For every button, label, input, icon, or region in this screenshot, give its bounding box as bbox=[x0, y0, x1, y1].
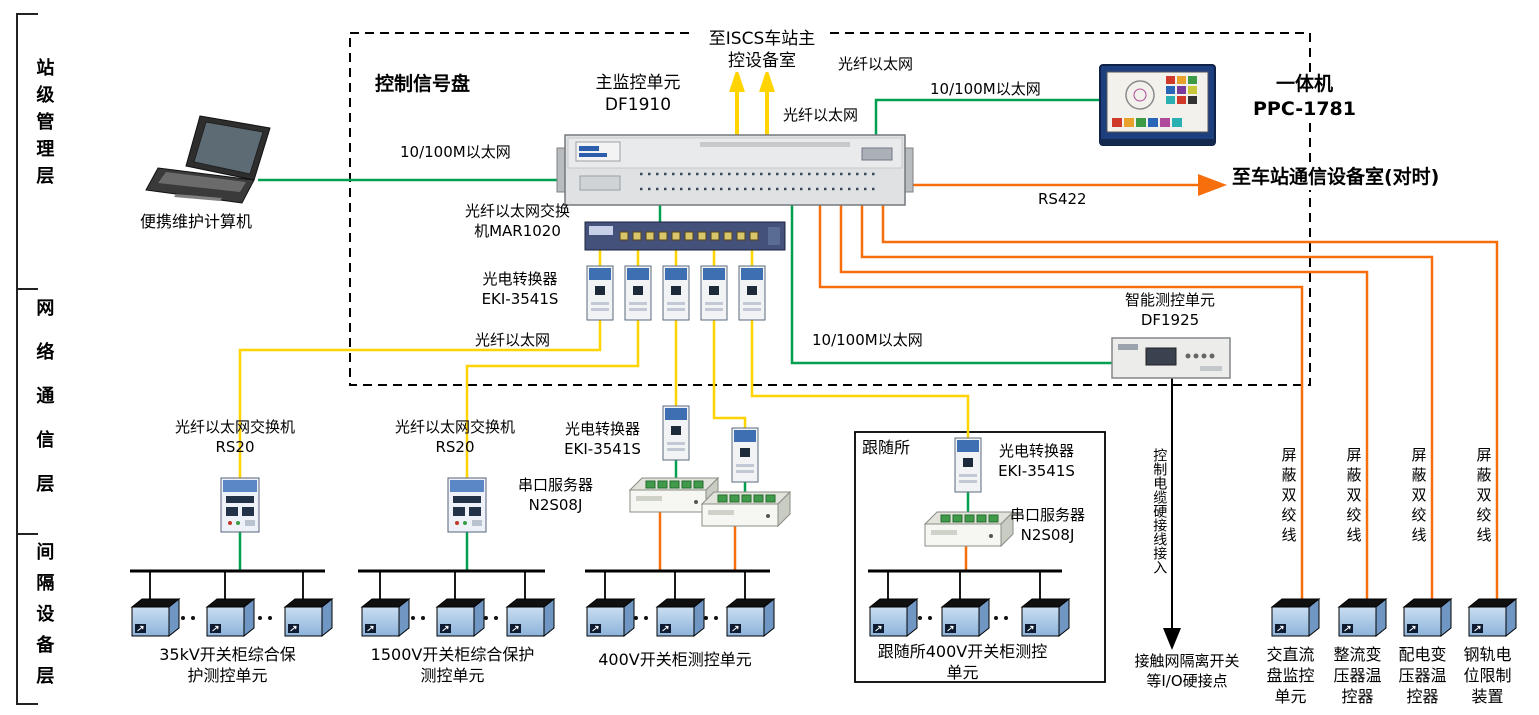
rs20-switch-device bbox=[220, 477, 260, 533]
label-ethernet-left: 10/100M以太网 bbox=[400, 143, 511, 161]
label-bay-1500v: 1500V开关柜综合保护 测控单元 bbox=[370, 645, 535, 685]
label-rail: 钢轨电 位限制 装置 bbox=[1463, 645, 1512, 706]
label-bay-follow-400v: 跟随所400V开关柜测控 单元 bbox=[877, 642, 1048, 682]
label-fiber-mid: 光纤以太网 bbox=[475, 331, 551, 349]
eki-converter-device bbox=[954, 437, 982, 493]
label-shielded-pair-3: 屏蔽双绞线 bbox=[1409, 447, 1428, 547]
label-ethernet-top: 10/100M以太网 bbox=[930, 80, 1041, 98]
label-to-iscs: 至ISCS车站主 控设备室 bbox=[695, 28, 829, 73]
rs422-arrowhead bbox=[1198, 174, 1227, 196]
label-rs422: RS422 bbox=[1038, 190, 1087, 208]
control-signal-panel-border bbox=[349, 32, 1311, 386]
serial-links bbox=[658, 183, 1499, 600]
serial-server-device bbox=[701, 491, 791, 527]
ellipsis-dots bbox=[181, 616, 1008, 620]
label-serial-server-mid: 串口服务器 N2S08J bbox=[517, 476, 593, 514]
unit-box bbox=[361, 598, 410, 637]
label-panel-title: 控制信号盘 bbox=[375, 73, 471, 95]
unit-box bbox=[656, 598, 705, 637]
unit-box bbox=[869, 598, 918, 637]
label-bay-400v: 400V开关柜测控单元 bbox=[598, 650, 752, 669]
label-converter-mid: 光电转换器 EKI-3541S bbox=[564, 420, 641, 458]
unit-box bbox=[1468, 598, 1517, 637]
eki-converter-device bbox=[700, 265, 728, 321]
unit-box bbox=[1403, 598, 1452, 637]
laptop-device bbox=[145, 115, 271, 204]
unit-box bbox=[506, 598, 555, 637]
label-to-station-comm: 至车站通信设备室(对时) bbox=[1230, 165, 1442, 190]
fiber-arrowheads bbox=[729, 68, 775, 92]
follow-station-border bbox=[854, 431, 1106, 683]
fiber-links bbox=[238, 90, 970, 478]
eki-converter-device bbox=[624, 265, 652, 321]
label-mar-switch: 光纤以太网交换 机MAR1020 bbox=[464, 202, 570, 240]
label-dist-transformer: 配电变 压器温 控器 bbox=[1398, 645, 1447, 706]
label-follow-station: 跟随所 bbox=[862, 438, 911, 457]
eki-converter-device bbox=[662, 405, 690, 461]
label-fiber-top: 光纤以太网 bbox=[838, 55, 914, 73]
df1925-device bbox=[1111, 337, 1231, 379]
eki-converter-device bbox=[586, 265, 614, 321]
control-links bbox=[1163, 378, 1181, 650]
ethernet-links bbox=[238, 98, 1112, 572]
label-layer-station: 站级管理层 bbox=[33, 58, 55, 193]
label-fiber-arrows: 光纤以太网 bbox=[783, 106, 859, 124]
unit-box bbox=[941, 598, 990, 637]
label-bay-35kv: 35kV开关柜综合保 护测控单元 bbox=[159, 645, 296, 685]
label-smart-unit: 智能测控单元 DF1925 bbox=[1124, 291, 1215, 329]
main-unit-device bbox=[556, 134, 914, 206]
unit-box bbox=[1021, 598, 1070, 637]
unit-box bbox=[1271, 598, 1320, 637]
eki-converter-device bbox=[731, 427, 759, 483]
label-shielded-pair-2: 屏蔽双绞线 bbox=[1344, 447, 1363, 547]
unit-box bbox=[726, 598, 775, 637]
label-panel-pc: 一体机 PPC-1781 bbox=[1245, 72, 1364, 122]
label-shielded-pair-4: 屏蔽双绞线 bbox=[1474, 447, 1493, 547]
label-converter-top: 光电转换器 EKI-3541S bbox=[481, 270, 559, 308]
label-rs20-left: 光纤以太网交换机 RS20 bbox=[175, 418, 296, 456]
unit-box bbox=[206, 598, 255, 637]
label-layer-network: 网络通信层 bbox=[33, 298, 55, 518]
label-converter-follow: 光电转换器 EKI-3541S bbox=[998, 442, 1075, 480]
label-shielded-pair-1: 屏蔽双绞线 bbox=[1279, 447, 1298, 547]
label-rs20-mid: 光纤以太网交换机 RS20 bbox=[395, 418, 516, 456]
mar-switch-device bbox=[584, 221, 786, 251]
unit-box bbox=[586, 598, 635, 637]
unit-box bbox=[436, 598, 485, 637]
unit-box bbox=[284, 598, 333, 637]
bus-bars bbox=[130, 569, 1062, 608]
label-laptop: 便携维护计算机 bbox=[140, 212, 253, 231]
label-layer-bay: 间隔设备层 bbox=[33, 542, 55, 697]
unit-box bbox=[131, 598, 180, 637]
rs20-switch-device bbox=[447, 477, 487, 533]
eki-converter-device bbox=[738, 265, 766, 321]
eki-converter-device bbox=[662, 265, 690, 321]
label-rectifier: 整流变 压器温 控器 bbox=[1333, 645, 1382, 706]
label-serial-server-follow: 串口服务器 N2S08J bbox=[1009, 506, 1085, 544]
label-io-contact: 接触网隔离开关 等I/O硬接点 bbox=[1134, 652, 1240, 690]
layer-brackets bbox=[16, 13, 38, 705]
label-main-unit: 主监控单元 DF1910 bbox=[595, 73, 681, 116]
label-ethernet-mid: 10/100M以太网 bbox=[812, 331, 923, 349]
label-acdc: 交直流 盘监控 单元 bbox=[1266, 645, 1315, 706]
unit-box bbox=[1338, 598, 1387, 637]
panel-pc-device bbox=[1099, 64, 1216, 146]
label-control-cable: 控制电缆硬接线接入 bbox=[1151, 448, 1168, 574]
